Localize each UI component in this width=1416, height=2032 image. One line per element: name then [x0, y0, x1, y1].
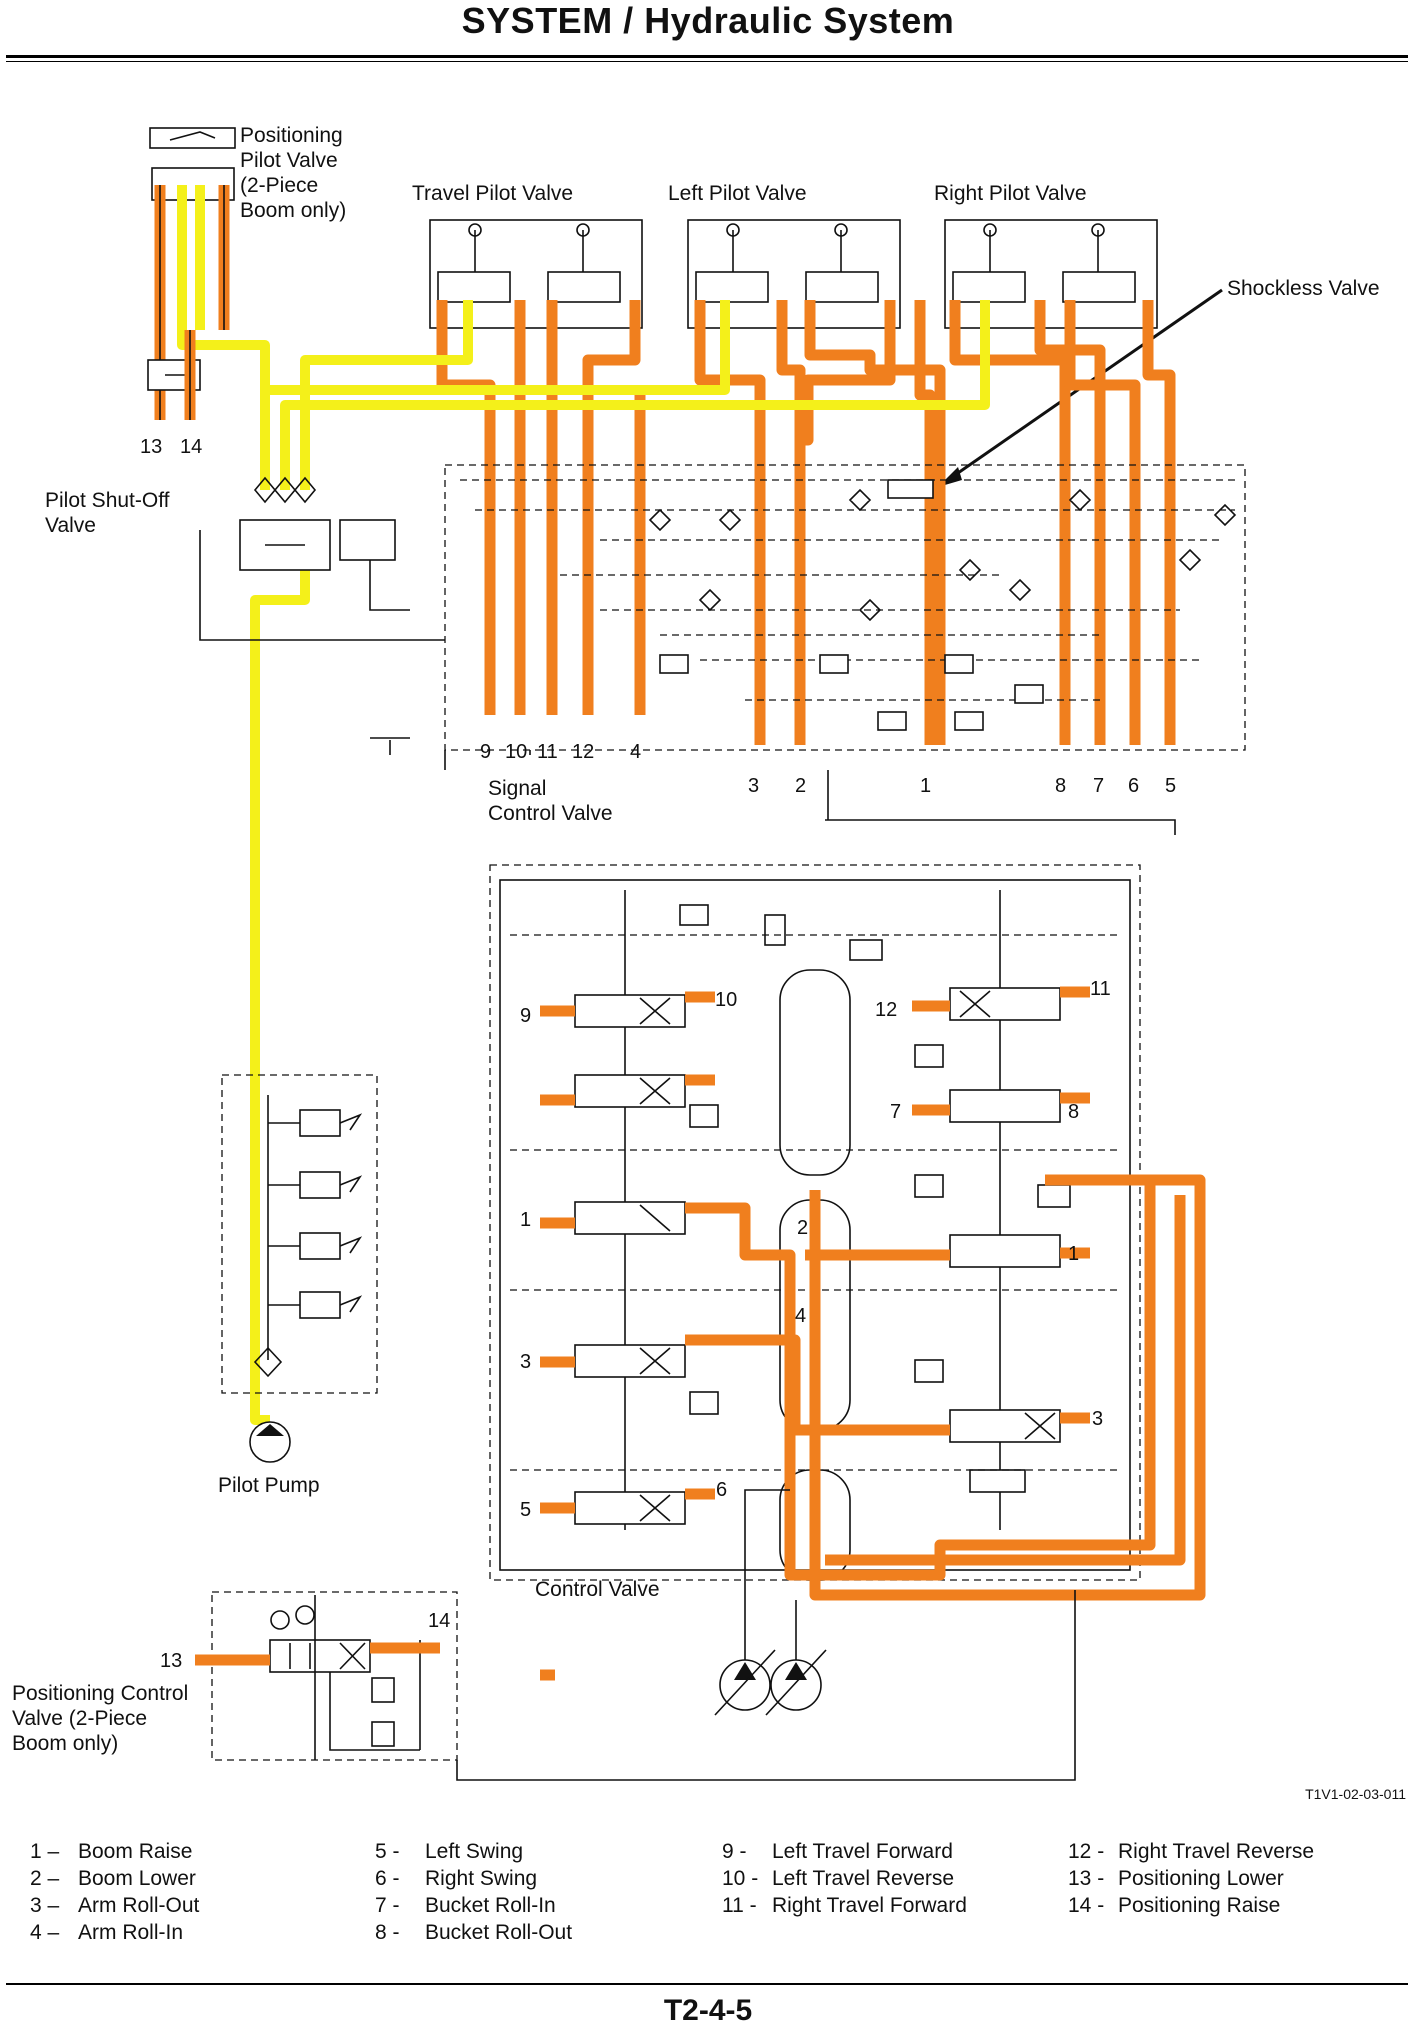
pilot-supply-lines [250, 300, 990, 1425]
legend-item: 5 -Left Swing [375, 1840, 524, 1863]
page-number: T2-4-5 [663, 1994, 753, 2027]
right-pilot-valve [944, 219, 1158, 329]
cv-port-7: 7 [890, 1101, 901, 1123]
positioning-control-valve [195, 1590, 1076, 1781]
legend-item: 9 -Left Travel Forward [722, 1840, 953, 1863]
cv-port-2: 2 [797, 1217, 808, 1239]
left-pilot-valve [687, 219, 901, 329]
signal-port-11: 11 [537, 741, 558, 763]
positioning-pilot-valve [147, 127, 270, 480]
positioning-pilot-valve-label-1: Positioning [240, 124, 343, 147]
positioning-pilot-valve-label-4: Boom only) [240, 199, 346, 222]
pilot-shutoff-valve-label-1: Pilot Shut-Off [45, 489, 170, 512]
signal-control-valve [370, 464, 1246, 770]
cv-port-3-right: 3 [1092, 1408, 1103, 1430]
signal-port-5: 5 [1165, 775, 1176, 797]
cv-port-4: 4 [795, 1305, 806, 1327]
legend-item: 3 –Arm Roll-Out [30, 1894, 200, 1917]
signal-port-3: 3 [748, 775, 759, 797]
signal-port-8: 8 [1055, 775, 1066, 797]
legend-item: 8 -Bucket Roll-Out [375, 1921, 573, 1944]
control-valve-label: Control Valve [535, 1578, 660, 1601]
pilot-pump-label: Pilot Pump [218, 1474, 320, 1497]
signal-control-valve-label-2: Control Valve [488, 802, 613, 825]
legend-item: 13 -Positioning Lower [1068, 1867, 1284, 1890]
pc-port-13: 13 [160, 1650, 182, 1672]
signal-port-1: 1 [920, 775, 931, 797]
cv-port-1-left: 1 [520, 1209, 531, 1231]
legend-item: 14 -Positioning Raise [1068, 1894, 1281, 1917]
positioning-control-valve-label-2: Valve (2-Piece [12, 1707, 147, 1730]
right-pilot-valve-label: Right Pilot Valve [934, 182, 1087, 205]
positioning-control-valve-label-1: Positioning Control [12, 1682, 188, 1705]
main-pumps [714, 770, 1176, 1716]
legend-item: 7 -Bucket Roll-In [375, 1894, 556, 1917]
legend-item: 11 -Right Travel Forward [722, 1894, 967, 1917]
signal-port-7: 7 [1093, 775, 1104, 797]
pilot-shutoff-valve [199, 476, 445, 641]
cv-port-10: 10 [715, 989, 737, 1011]
legend: 1 –Boom Raise 2 –Boom Lower 3 –Arm Roll-… [0, 1840, 1416, 1960]
hydraulic-schematic: Positioning Pilot Valve (2-Piece Boom on… [12, 124, 1380, 1781]
positioning-pilot-valve-label-2: Pilot Valve [240, 149, 338, 172]
signal-control-valve-label-1: Signal [488, 777, 546, 800]
travel-pilot-valve [429, 219, 643, 329]
pilot-shutoff-valve-label-2: Valve [45, 514, 96, 537]
cv-port-11: 11 [1090, 978, 1111, 1000]
cv-port-1-right: 1 [1068, 1243, 1079, 1265]
control-valve-pilot-inputs [540, 986, 1090, 1681]
left-pilot-valve-label: Left Pilot Valve [668, 182, 807, 205]
signal-port-6: 6 [1128, 775, 1139, 797]
legend-item: 10 -Left Travel Reverse [722, 1867, 955, 1890]
legend-item: 1 –Boom Raise [30, 1840, 193, 1863]
footer-rule [6, 1983, 1408, 1985]
cv-port-12: 12 [875, 999, 897, 1021]
legend-item: 6 -Right Swing [375, 1867, 538, 1890]
pump-arrow-icon [256, 1424, 284, 1436]
figure-code: T1V1-02-03-011 [1305, 1786, 1406, 1802]
signal-port-2: 2 [795, 775, 806, 797]
main-pressure-circuit [685, 1174, 1206, 1601]
cv-port-5: 5 [520, 1499, 531, 1521]
cv-port-6: 6 [716, 1479, 727, 1501]
travel-pilot-valve-label: Travel Pilot Valve [412, 182, 573, 205]
cv-port-8: 8 [1068, 1101, 1079, 1123]
header-rule [6, 55, 1408, 58]
header-rule-thin [6, 61, 1408, 62]
legend-item: 12 -Right Travel Reverse [1068, 1840, 1315, 1863]
port-14: 14 [180, 436, 202, 458]
legend-item: 4 –Arm Roll-In [30, 1921, 184, 1944]
pilot-relief-block [221, 1074, 378, 1394]
pilot-pump-icon [249, 1421, 291, 1463]
cv-port-9: 9 [520, 1005, 531, 1027]
page-title: SYSTEM / Hydraulic System [461, 0, 955, 41]
positioning-pilot-valve-label-3: (2-Piece [240, 174, 318, 197]
signal-port-4: 4 [630, 741, 641, 763]
legend-item: 2 –Boom Lower [30, 1867, 196, 1890]
port-13: 13 [140, 436, 162, 458]
shockless-valve-label: Shockless Valve [1227, 277, 1380, 300]
signal-port-12: 12 [572, 741, 594, 763]
pc-port-14: 14 [428, 1610, 450, 1632]
positioning-control-valve-label-3: Boom only) [12, 1732, 118, 1755]
signal-port-9: 9 [480, 741, 491, 763]
pilot-pressure-lines [436, 300, 1176, 745]
signal-port-10: 10 [505, 741, 527, 763]
cv-port-3-left: 3 [520, 1351, 531, 1373]
